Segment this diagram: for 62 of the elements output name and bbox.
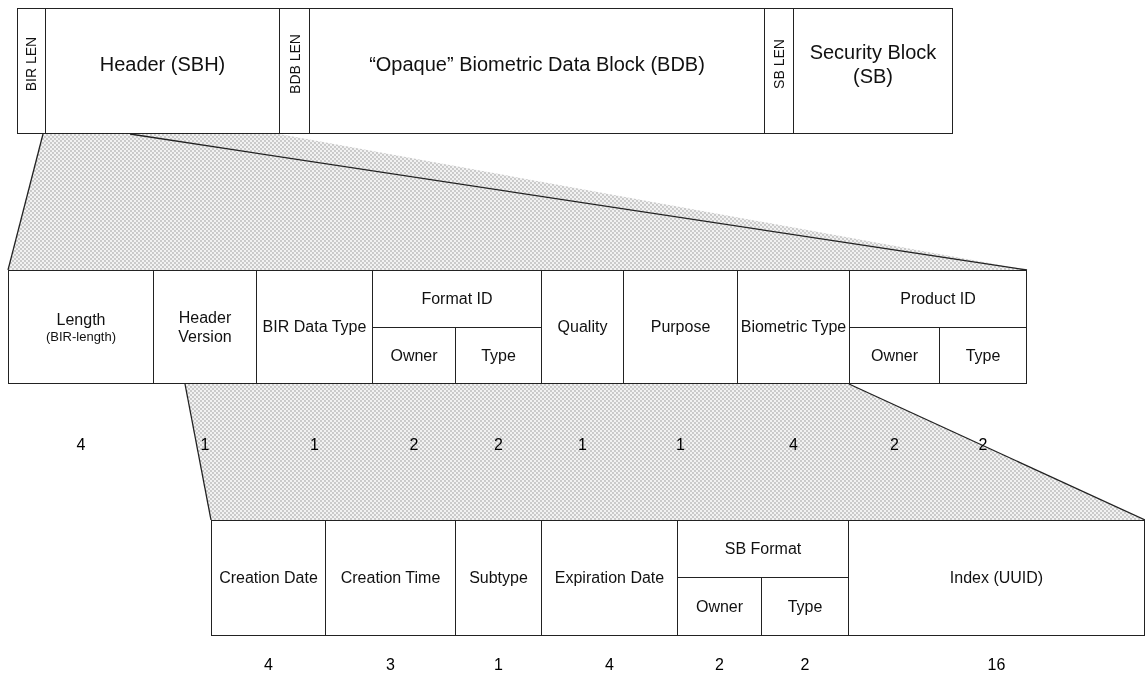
- byte-count: 4: [604, 656, 615, 674]
- field-cell: [8, 270, 154, 384]
- field-cell: [848, 520, 1145, 636]
- field-name: SB Format: [724, 539, 802, 559]
- byte-count: 1: [309, 436, 320, 454]
- field-name: BDB LEN: [286, 34, 303, 94]
- field-name: Product ID: [900, 289, 976, 309]
- field-cell: [541, 270, 624, 384]
- byte-count: 4: [75, 436, 87, 454]
- field-name: Type: [965, 345, 1001, 366]
- field-name: Index (UUID): [949, 568, 1044, 588]
- record-block-cell: [309, 8, 765, 134]
- field-cell: [623, 270, 738, 384]
- length-field-cell: [279, 8, 310, 134]
- field-cell: [325, 520, 456, 636]
- byte-count: 1: [577, 436, 588, 454]
- field-name: Subtype: [469, 568, 528, 588]
- field-name: Header Version: [177, 307, 233, 347]
- byte-count: 2: [889, 436, 900, 454]
- field-name: SB LEN: [771, 39, 787, 89]
- byte-count: 4: [788, 436, 799, 454]
- field-name: Owner: [390, 345, 438, 366]
- byte-count: 2: [714, 656, 725, 674]
- field-cell: [541, 520, 678, 636]
- byte-count: 1: [199, 436, 211, 454]
- byte-count: 3: [385, 656, 396, 674]
- byte-count: 2: [493, 436, 504, 454]
- length-field-cell: [764, 8, 794, 134]
- field-name: Type: [787, 596, 823, 617]
- field-cell: [153, 270, 257, 384]
- field-name: Security Block (SB): [808, 40, 938, 88]
- field-name: Type: [481, 345, 516, 366]
- field-name: Quality: [557, 317, 608, 337]
- field-name: Biometric Type: [740, 317, 847, 337]
- field-group-header: [849, 270, 1027, 328]
- byte-count: 1: [493, 656, 504, 674]
- field-cell: [211, 520, 326, 636]
- field-name: Owner: [695, 596, 744, 617]
- byte-count: 1: [675, 436, 686, 454]
- field-name: BIR LEN: [23, 36, 40, 92]
- field-cell: [939, 327, 1027, 384]
- field-name: Creation Date: [219, 568, 318, 588]
- byte-count: 4: [263, 656, 274, 674]
- field-name: Format ID: [421, 289, 493, 309]
- field-name: Length: [56, 309, 106, 329]
- byte-count: 2: [799, 656, 811, 674]
- field-cell: [256, 270, 373, 384]
- field-name: BIR Data Type: [262, 317, 367, 337]
- byte-count: 16: [986, 656, 1007, 674]
- byte-count: 2: [408, 436, 420, 454]
- length-field-cell: [17, 8, 46, 134]
- field-subtitle: (BIR-length): [45, 328, 117, 345]
- field-cell: [455, 520, 542, 636]
- field-name: Owner: [870, 345, 919, 366]
- record-block-cell: [45, 8, 280, 134]
- field-cell: [737, 270, 850, 384]
- field-name: Header (SBH): [99, 52, 226, 76]
- record-block-cell: [793, 8, 953, 134]
- field-name: Expiration Date: [554, 568, 665, 588]
- field-name: “Opaque” Biometric Data Block (BDB): [369, 52, 705, 76]
- field-name: Purpose: [650, 317, 711, 337]
- field-name: Creation Time: [340, 568, 441, 588]
